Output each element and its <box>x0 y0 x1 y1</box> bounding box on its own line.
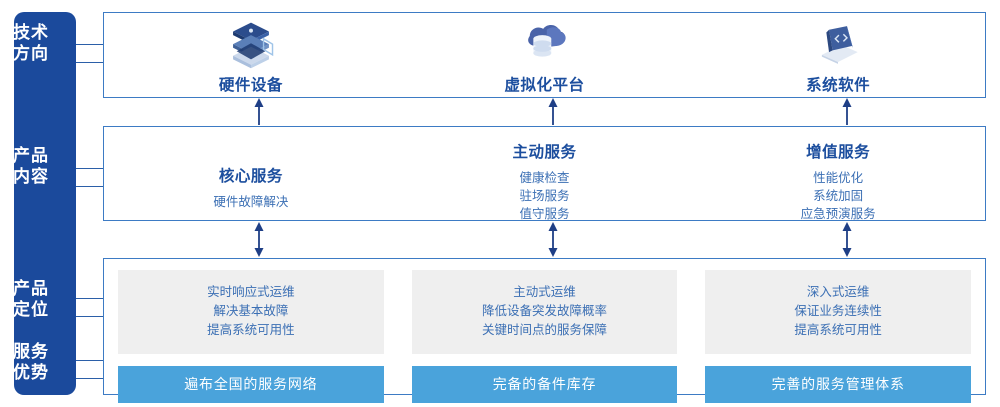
content-title-value-added-service: 增值服务 <box>806 144 871 161</box>
advantage-bar-management-system[interactable]: 完善的服务管理体系 <box>705 366 972 403</box>
connector-line-content-upper <box>76 168 104 169</box>
sidebar-label-line: 服务 <box>13 342 49 361</box>
content-column-core-service[interactable]: 核心服务 硬件故障解决 <box>104 127 398 220</box>
positioning-line: 保证业务连续性 <box>794 304 882 318</box>
content-item: 硬件故障解决 <box>213 195 289 209</box>
tech-column-virtualization[interactable]: 虚拟化平台 <box>398 13 692 97</box>
positioning-line: 深入式运维 <box>806 285 870 299</box>
content-column-value-added-service[interactable]: 增值服务 性能优化 系统加固 应急预演服务 <box>691 127 985 221</box>
arrow-tech-to-content-2 <box>548 98 558 125</box>
positioning-line: 降低设备突发故障概率 <box>482 304 608 318</box>
tier-positioning-advantage: 实时响应式运维 解决基本故障 提高系统可用性 遍布全国的服务网络 主动式运维 降… <box>103 258 986 403</box>
content-title-proactive-service: 主动服务 <box>512 144 577 161</box>
content-item: 应急预演服务 <box>800 207 876 221</box>
positioning-line: 实时响应式运维 <box>207 285 295 299</box>
arrow-tech-to-content-3 <box>842 98 852 125</box>
advantage-bar-service-network[interactable]: 遍布全国的服务网络 <box>118 366 384 403</box>
positioning-card-indepth: 深入式运维 保证业务连续性 提高系统可用性 <box>705 270 972 354</box>
connector-line-content-lower <box>76 186 104 187</box>
sidebar-label-line: 定位 <box>13 300 49 319</box>
content-item: 驻场服务 <box>519 189 570 203</box>
connector-line-tech-upper <box>76 44 104 45</box>
positioning-card-realtime: 实时响应式运维 解决基本故障 提高系统可用性 <box>118 270 384 354</box>
positioning-line: 关键时间点的服务保障 <box>482 323 608 337</box>
arrow-tech-to-content-1 <box>254 98 264 125</box>
content-item: 系统加固 <box>813 189 864 203</box>
sidebar-label-line: 优势 <box>13 363 49 382</box>
sidebar-label-service-advantage: 服务 优势 <box>0 341 62 383</box>
connector-line-tech-lower <box>76 62 104 63</box>
sidebar-label-line: 内容 <box>13 167 49 186</box>
tech-column-system-software[interactable]: 系统软件 <box>691 13 985 97</box>
bottom-column-realtime[interactable]: 实时响应式运维 解决基本故障 提高系统可用性 遍布全国的服务网络 <box>104 259 398 403</box>
connector-line-advantage-lower <box>76 378 104 379</box>
sidebar-label-tech-direction: 技术 方向 <box>0 22 62 64</box>
bottom-column-proactive[interactable]: 主动式运维 降低设备突发故障概率 关键时间点的服务保障 完备的备件库存 <box>398 259 692 403</box>
advantage-bar-spare-parts[interactable]: 完备的备件库存 <box>411 366 678 403</box>
laptop-code-icon <box>822 26 858 64</box>
content-title-core-service: 核心服务 <box>218 168 283 185</box>
connector-line-positioning-lower <box>76 316 104 317</box>
connector-line-positioning-upper <box>76 298 104 299</box>
positioning-card-proactive: 主动式运维 降低设备突发故障概率 关键时间点的服务保障 <box>411 270 678 354</box>
sidebar-label-product-positioning: 产品 定位 <box>0 278 62 320</box>
arrow-content-to-bottom-2 <box>548 222 558 257</box>
content-column-proactive-service[interactable]: 主动服务 健康检查 驻场服务 值守服务 <box>398 127 692 221</box>
bottom-column-indepth[interactable]: 深入式运维 保证业务连续性 提高系统可用性 完善的服务管理体系 <box>691 259 985 403</box>
tech-label-virtualization: 虚拟化平台 <box>504 77 585 94</box>
positioning-line: 提高系统可用性 <box>794 323 882 337</box>
content-item: 性能优化 <box>813 171 864 185</box>
sidebar-label-line: 技术 <box>13 23 49 42</box>
sidebar-label-line: 方向 <box>13 44 49 63</box>
sidebar-label-line: 产品 <box>13 279 49 298</box>
server-stack-icon <box>232 22 274 69</box>
tech-column-hardware[interactable]: 硬件设备 <box>104 13 398 97</box>
positioning-line: 提高系统可用性 <box>207 323 295 337</box>
category-sidebar <box>14 12 76 395</box>
positioning-line: 主动式运维 <box>513 285 576 299</box>
connector-line-advantage-upper <box>76 360 104 361</box>
tier-tech-direction: 硬件设备 虚拟化平台 <box>103 12 986 98</box>
sidebar-label-product-content: 产品 内容 <box>0 145 62 187</box>
tech-label-hardware: 硬件设备 <box>218 77 283 94</box>
sidebar-label-line: 产品 <box>13 146 49 165</box>
content-item: 健康检查 <box>519 171 570 185</box>
tech-label-system-software: 系统软件 <box>806 77 871 94</box>
positioning-line: 解决基本故障 <box>213 304 289 318</box>
arrow-content-to-bottom-3 <box>842 222 852 257</box>
content-item: 值守服务 <box>519 207 570 221</box>
tier-product-content: 核心服务 硬件故障解决 主动服务 健康检查 驻场服务 值守服务 增值服务 性能优… <box>103 126 986 221</box>
cloud-database-icon <box>527 25 566 57</box>
arrow-content-to-bottom-1 <box>254 222 264 257</box>
